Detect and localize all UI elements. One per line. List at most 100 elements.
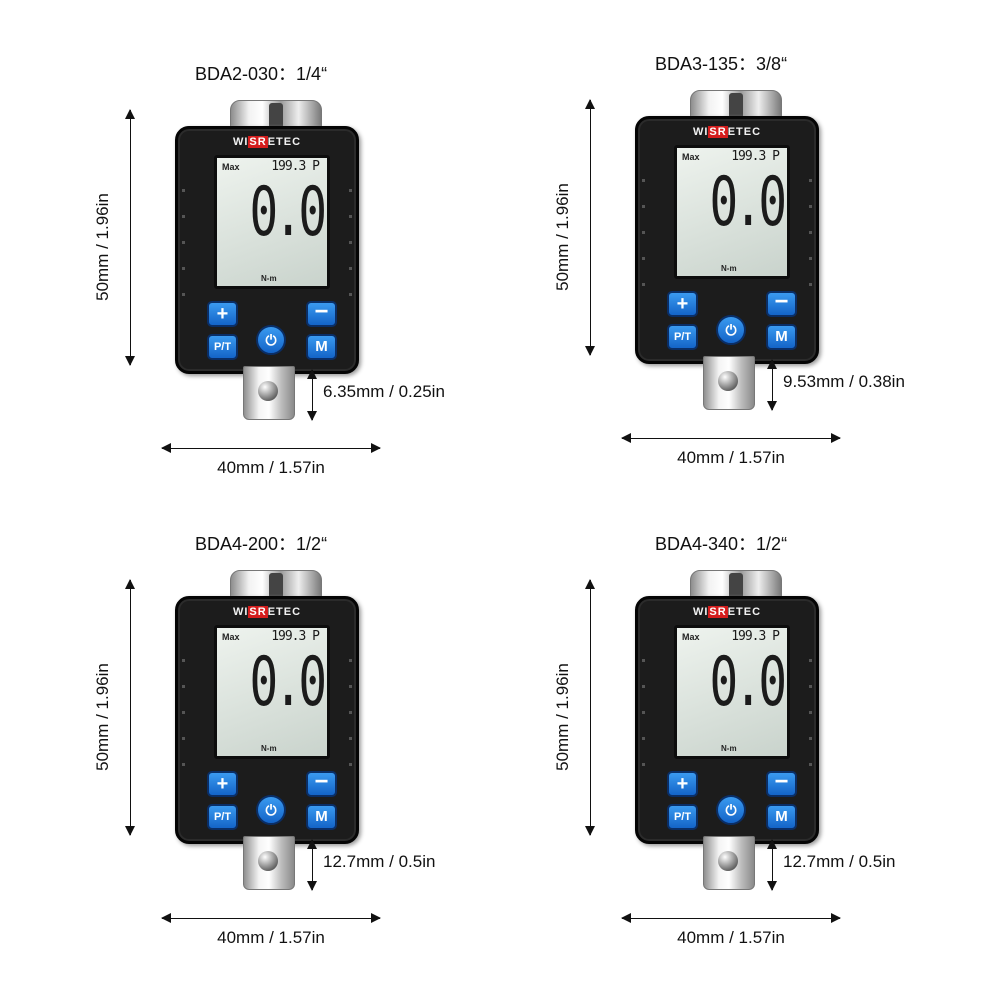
drive-size-label: 12.7mm / 0.5in [783, 852, 896, 871]
torque-adapter: WISRETEC Max 199.3 P 0.0 N-m + − P/T ⏻ M [175, 100, 365, 420]
brand-logo: WISRETEC [232, 136, 302, 148]
detent-ball [718, 371, 738, 391]
panel-bda4-340: BDA4-340：1/2“ WISRETEC Max 199.3 P 0.0 N… [460, 470, 960, 970]
model-title: BDA3-135：3/8“ [655, 54, 788, 74]
lcd-unit: N-m [261, 744, 277, 753]
lcd-torque-value: 0.0 [709, 163, 788, 242]
lcd-max-label: Max [222, 162, 240, 172]
detent-ball [258, 851, 278, 871]
minus-button[interactable]: − [306, 300, 337, 327]
minus-button[interactable]: − [766, 290, 797, 317]
width-arrow [161, 913, 381, 923]
lcd-max-label: Max [222, 632, 240, 642]
lcd-torque-value: 0.0 [249, 643, 328, 722]
width-arrow [161, 443, 381, 453]
mode-button[interactable]: M [306, 334, 337, 360]
plus-button[interactable]: + [207, 771, 238, 797]
side-grip-dots [642, 179, 645, 309]
model-title: BDA2-030：1/4“ [195, 64, 328, 84]
panel-bda3-135: BDA3-135：3/8“ WISRETEC Max 199.3 P 0.0 N… [460, 0, 960, 490]
power-button[interactable]: ⏻ [256, 325, 286, 355]
lcd-screen: Max 199.3 P 0.0 N-m [214, 155, 330, 289]
mode-button[interactable]: M [766, 804, 797, 830]
lcd-peak-value: 199.3 P [271, 159, 320, 174]
minus-button[interactable]: − [306, 770, 337, 797]
lcd-unit: N-m [721, 264, 737, 273]
width-arrow [621, 913, 841, 923]
lcd-max-label: Max [682, 632, 700, 642]
panel-bda4-200: BDA4-200：1/2“ WISRETEC Max 199.3 P 0.0 N… [0, 470, 500, 970]
device-body: WISRETEC Max 199.3 P 0.0 N-m + − P/T ⏻ M [175, 126, 359, 374]
peak-track-button[interactable]: P/T [667, 324, 698, 350]
height-label: 50mm / 1.96in [93, 193, 112, 301]
peak-track-button[interactable]: P/T [207, 804, 238, 830]
width-label: 40mm / 1.57in [677, 928, 785, 947]
side-grip-dots [809, 659, 812, 789]
lcd-torque-value: 0.0 [709, 643, 788, 722]
width-label: 40mm / 1.57in [677, 448, 785, 467]
device-body: WISRETEC Max 199.3 P 0.0 N-m + − P/T ⏻ M [635, 116, 819, 364]
side-grip-dots [349, 659, 352, 789]
plus-button[interactable]: + [667, 771, 698, 797]
width-arrow [621, 433, 841, 443]
power-icon: ⏻ [265, 332, 277, 348]
drive-size-arrow [307, 839, 317, 891]
drive-size-arrow [767, 359, 777, 411]
lcd-screen: Max 199.3 P 0.0 N-m [674, 145, 790, 279]
lcd-unit: N-m [721, 744, 737, 753]
plus-button[interactable]: + [667, 291, 698, 317]
square-drive [703, 356, 755, 410]
mode-button[interactable]: M [306, 804, 337, 830]
lcd-peak-value: 199.3 P [731, 629, 780, 644]
plus-button[interactable]: + [207, 301, 238, 327]
side-grip-dots [349, 189, 352, 319]
height-arrow [125, 579, 135, 836]
lcd-peak-value: 199.3 P [271, 629, 320, 644]
width-label: 40mm / 1.57in [217, 458, 325, 477]
power-icon: ⏻ [265, 802, 277, 818]
lcd-screen: Max 199.3 P 0.0 N-m [214, 625, 330, 759]
lcd-peak-value: 199.3 P [731, 149, 780, 164]
power-button[interactable]: ⏻ [716, 315, 746, 345]
height-arrow [125, 109, 135, 366]
height-arrow [585, 579, 595, 836]
model-title: BDA4-200：1/2“ [195, 534, 328, 554]
minus-button[interactable]: − [766, 770, 797, 797]
drive-size-label: 9.53mm / 0.38in [783, 372, 905, 391]
height-label: 50mm / 1.96in [553, 663, 572, 771]
drive-size-label: 12.7mm / 0.5in [323, 852, 436, 871]
side-grip-dots [642, 659, 645, 789]
side-grip-dots [182, 189, 185, 319]
height-label: 50mm / 1.96in [93, 663, 112, 771]
panel-bda2-030: BDA2-030：1/4“ WISRETEC Max 199.3 P 0.0 N… [0, 0, 500, 500]
lcd-torque-value: 0.0 [249, 173, 328, 252]
torque-adapter: WISRETEC Max 199.3 P 0.0 N-m + − P/T ⏻ M [175, 570, 365, 890]
square-drive [703, 836, 755, 890]
detent-ball [258, 381, 278, 401]
width-label: 40mm / 1.57in [217, 928, 325, 947]
square-drive [243, 366, 295, 420]
peak-track-button[interactable]: P/T [667, 804, 698, 830]
power-icon: ⏻ [725, 322, 737, 338]
side-grip-dots [182, 659, 185, 789]
peak-track-button[interactable]: P/T [207, 334, 238, 360]
lcd-screen: Max 199.3 P 0.0 N-m [674, 625, 790, 759]
drive-size-arrow [307, 369, 317, 421]
detent-ball [718, 851, 738, 871]
drive-size-arrow [767, 839, 777, 891]
height-label: 50mm / 1.96in [553, 183, 572, 291]
brand-logo: WISRETEC [232, 606, 302, 618]
power-button[interactable]: ⏻ [256, 795, 286, 825]
lcd-max-label: Max [682, 152, 700, 162]
side-grip-dots [809, 179, 812, 309]
brand-logo: WISRETEC [692, 126, 762, 138]
device-body: WISRETEC Max 199.3 P 0.0 N-m + − P/T ⏻ M [175, 596, 359, 844]
torque-adapter: WISRETEC Max 199.3 P 0.0 N-m + − P/T ⏻ M [635, 90, 825, 410]
brand-logo: WISRETEC [692, 606, 762, 618]
drive-size-label: 6.35mm / 0.25in [323, 382, 445, 401]
power-button[interactable]: ⏻ [716, 795, 746, 825]
device-body: WISRETEC Max 199.3 P 0.0 N-m + − P/T ⏻ M [635, 596, 819, 844]
mode-button[interactable]: M [766, 324, 797, 350]
lcd-unit: N-m [261, 274, 277, 283]
power-icon: ⏻ [725, 802, 737, 818]
